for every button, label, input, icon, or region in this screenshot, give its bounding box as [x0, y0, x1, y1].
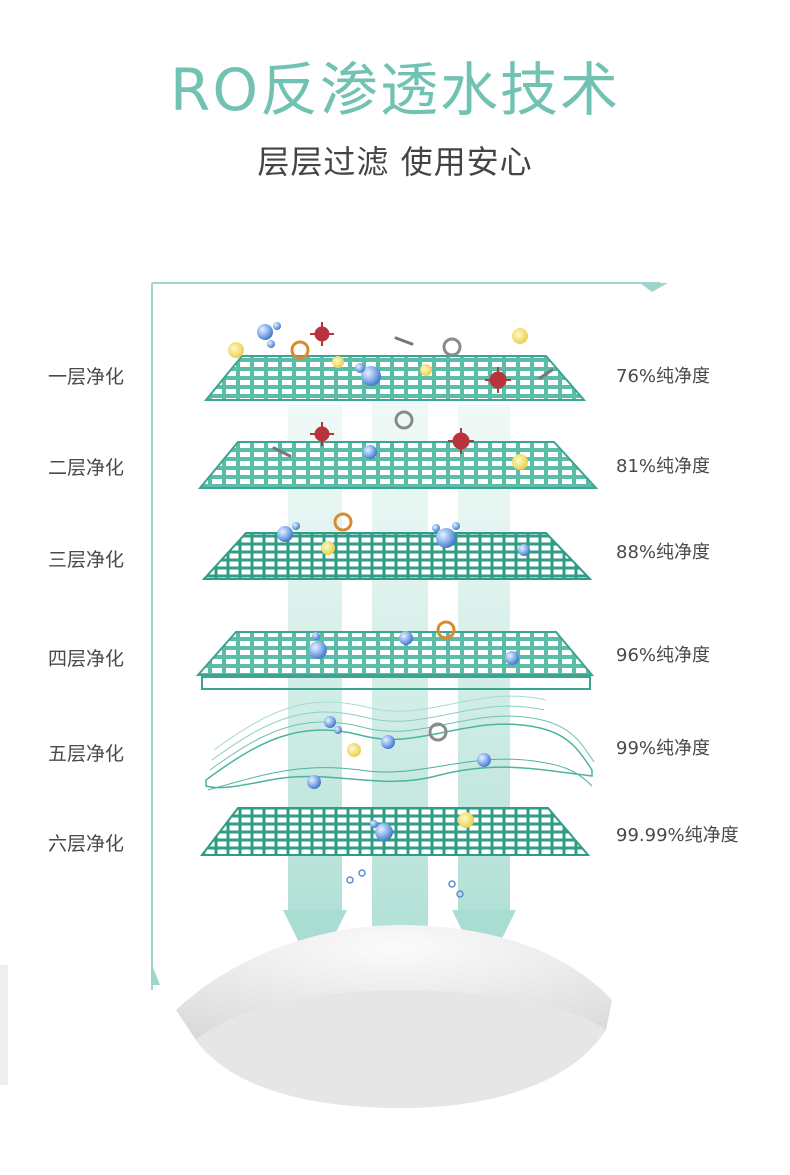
mesh-layer-6	[199, 807, 591, 856]
page-subtitle: 层层过滤 使用安心	[257, 143, 533, 181]
mesh-layer-5	[205, 695, 595, 791]
gray-germ-icon	[394, 337, 462, 742]
frame	[151, 282, 668, 990]
bubble-icon	[309, 632, 327, 659]
bubble-icon	[307, 775, 321, 789]
bubble-icon	[277, 522, 300, 542]
bubble-icon	[257, 322, 281, 348]
page-title: RO反渗透水技术	[170, 56, 620, 124]
layer-label-2: 二层净化	[48, 457, 125, 479]
flow-arrows	[283, 400, 516, 1000]
bubble-icon	[363, 445, 377, 459]
bubble-icon	[505, 651, 519, 665]
orange-germ-icon	[290, 340, 456, 640]
bubble-icon	[399, 631, 413, 645]
clean-water-basin	[0, 925, 612, 1108]
layer-label-1: 一层净化	[48, 366, 125, 388]
mesh-layer-4	[195, 631, 595, 690]
purity-label-6: 99.99%纯净度	[616, 825, 739, 846]
contaminants	[228, 322, 554, 962]
germ-spikes-icon	[310, 322, 511, 454]
mesh-layer-2	[197, 441, 599, 489]
layer-label-5: 五层净化	[48, 743, 125, 765]
mesh-layer-1	[203, 355, 587, 401]
bubble-icon	[432, 522, 460, 548]
mesh-layer-3	[201, 532, 593, 580]
bubble-icon	[381, 735, 395, 749]
bubble-icon	[324, 716, 342, 734]
purity-label-4: 96%纯净度	[616, 645, 711, 666]
bubble-icon	[477, 753, 491, 767]
layer-label-3: 三层净化	[48, 549, 125, 571]
purity-label-1: 76%纯净度	[616, 366, 711, 387]
layer-label-6: 六层净化	[48, 833, 125, 855]
bubble-icon	[370, 820, 393, 841]
yellow-dot-icon	[228, 328, 528, 828]
bubble-icon	[355, 363, 381, 386]
layer-label-4: 四层净化	[48, 648, 125, 670]
purity-label-2: 81%纯净度	[616, 456, 711, 477]
bubble-icon	[518, 544, 530, 556]
purity-label-5: 99%纯净度	[616, 738, 711, 759]
debris-icon	[272, 336, 554, 458]
purity-label-3: 88%纯净度	[616, 542, 711, 563]
